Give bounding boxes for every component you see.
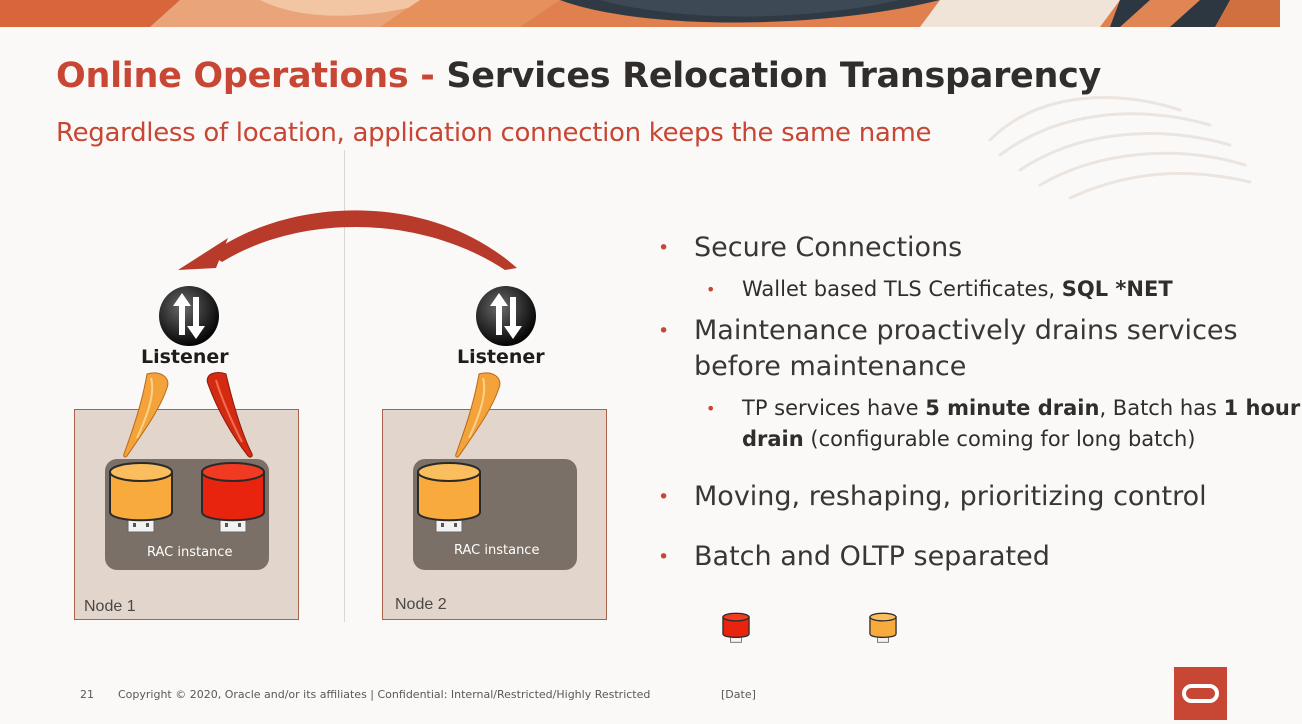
page-number: 21 (80, 688, 94, 701)
bullet-moving-reshaping: • Moving, reshaping, prioritizing contro… (658, 479, 1294, 515)
bullet-text: Moving, reshaping, prioritizing control (694, 481, 1207, 512)
sub-bullet-text: Wallet based TLS Certificates, (742, 277, 1062, 301)
decorative-banner (0, 0, 1280, 27)
listener-2-icon (476, 286, 536, 346)
bullet-maintenance-drains: • Maintenance proactively drains service… (658, 313, 1294, 385)
diagram-divider (344, 150, 345, 622)
slide-subtitle: Regardless of location, application conn… (56, 118, 932, 148)
bullet-text: Batch and OLTP separated (694, 541, 1050, 572)
bullet-dot: • (658, 486, 670, 508)
orange-database-1-icon (109, 462, 173, 533)
sub-bullet-bold-text: SQL *NET (1061, 277, 1173, 301)
red-database-icon (201, 462, 265, 533)
relocation-arrow-icon (178, 210, 517, 270)
rac-instance-2-label: RAC instance (454, 543, 540, 558)
copyright-text: Copyright © 2020, Oracle and/or its affi… (118, 688, 651, 701)
decorative-wave-pattern (988, 96, 1252, 200)
bullet-dot: • (658, 320, 670, 342)
sub-bullet-dot: • (706, 399, 716, 418)
bullet-dot: • (658, 546, 670, 568)
orange-connection-2-icon (455, 372, 501, 458)
sub-bullet-bold-d: 1 hour drain (742, 396, 1301, 451)
title-part-online-operations: Online Operations - (56, 56, 447, 96)
listener-1-icon (159, 286, 219, 346)
slide-title: Online Operations - Services Relocation … (56, 56, 1101, 96)
title-part-services-relocation: Services Relocation Transparency (446, 56, 1102, 96)
footer-date: [Date] (721, 688, 756, 701)
red-connection-icon (206, 371, 253, 458)
sub-bullet-dot: • (706, 280, 716, 299)
bullet-secure-connections: • Secure Connections (658, 230, 1294, 266)
listener-2-label: Listener (457, 346, 545, 368)
sub-bullet-bold-a: 5 minute drain (925, 396, 1100, 420)
node-1-label: Node 1 (84, 598, 136, 615)
sub-bullet-text-c: , Batch has (1099, 396, 1224, 420)
oracle-logo (1174, 667, 1227, 720)
bullet-batch-oltp: • Batch and OLTP separated (658, 539, 1294, 575)
sub-bullet-drain-times: • TP services have 5 minute drain, Batch… (706, 393, 1302, 455)
sub-bullet-text-a: TP services have (742, 396, 926, 420)
legend-orange-database-icon (869, 612, 897, 643)
bullet-text: Maintenance proactively drains services … (694, 315, 1238, 382)
bullet-dot: • (658, 237, 670, 259)
legend-red-database-icon (722, 612, 750, 643)
rac-instance-1-label: RAC instance (147, 545, 233, 560)
orange-database-2-icon (417, 462, 481, 533)
bullet-text: Secure Connections (694, 232, 963, 263)
orange-connection-icon (123, 372, 169, 458)
sub-bullet-wallet-tls: • Wallet based TLS Certificates, SQL *NE… (706, 274, 1302, 305)
oracle-logo-icon (1182, 684, 1219, 703)
sub-bullet-text-e: (configurable coming for long batch) (803, 427, 1196, 451)
node-2-label: Node 2 (395, 596, 447, 613)
listener-1-label: Listener (141, 346, 229, 368)
